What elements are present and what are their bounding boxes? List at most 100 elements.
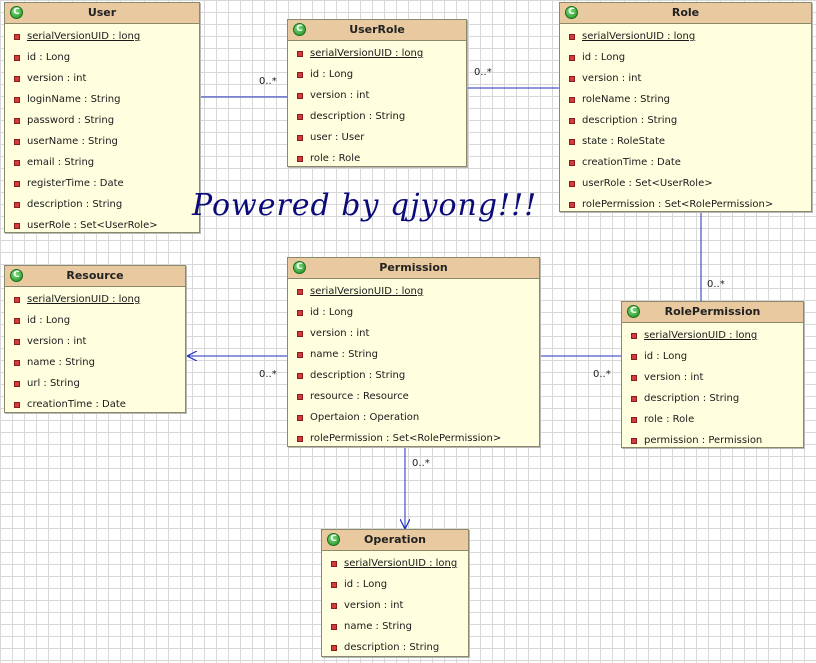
attribute-text: userName : String — [27, 136, 118, 147]
attribute-row: description : String — [5, 194, 199, 215]
attribute-text: creationTime : Date — [27, 399, 126, 410]
private-field-icon — [631, 396, 637, 402]
attribute-text: description : String — [310, 111, 406, 122]
class-userrole-name: UserRole — [349, 23, 405, 36]
attribute-text: description : String — [644, 393, 740, 404]
class-rolepermission-header: C RolePermission — [622, 302, 803, 323]
private-field-icon — [14, 97, 20, 103]
class-rolepermission[interactable]: C RolePermission serialVersionUID : long… — [621, 301, 804, 448]
private-field-icon — [14, 76, 20, 82]
private-field-icon — [631, 375, 637, 381]
private-field-icon — [14, 55, 20, 61]
multiplicity-permission-resource: 0..* — [259, 369, 277, 380]
attribute-text: role : Role — [310, 153, 361, 164]
private-field-icon — [331, 561, 337, 567]
private-field-icon — [297, 72, 303, 78]
class-userrole-header: C UserRole — [288, 20, 466, 41]
class-user-name: User — [87, 6, 117, 19]
class-icon: C — [327, 533, 340, 546]
attribute-row: description : String — [288, 365, 539, 386]
class-role-attributes: serialVersionUID : long id : Long version … — [560, 24, 811, 215]
attribute-row: version : int — [288, 85, 466, 106]
attribute-text: id : Long — [582, 52, 626, 63]
attribute-text: description : String — [310, 370, 406, 381]
class-resource[interactable]: C Resource serialVersionUID : long id : L… — [4, 265, 186, 413]
attribute-row: permission : Permission — [622, 430, 803, 451]
attribute-row: url : String — [5, 373, 185, 394]
class-resource-header: C Resource — [5, 266, 185, 287]
attribute-row: description : String — [560, 110, 811, 131]
multiplicity-rolepermission-permission: 0..* — [593, 369, 611, 380]
attribute-row: serialVersionUID : long — [322, 553, 468, 574]
attribute-row: version : int — [288, 323, 539, 344]
class-icon: C — [627, 305, 640, 318]
private-field-icon — [14, 360, 20, 366]
attribute-row: role : Role — [288, 148, 466, 169]
attribute-row: serialVersionUID : long — [288, 43, 466, 64]
multiplicity-permission-operation: 0..* — [412, 458, 430, 469]
attribute-row: userRole : Set<UserRole> — [5, 215, 199, 236]
attribute-row: password : String — [5, 110, 199, 131]
attribute-row: email : String — [5, 152, 199, 173]
attribute-row: role : Role — [622, 409, 803, 430]
attribute-text: version : int — [582, 73, 642, 84]
private-field-icon — [569, 97, 575, 103]
attribute-row: registerTime : Date — [5, 173, 199, 194]
attribute-text: state : RoleState — [582, 136, 666, 147]
private-field-icon — [297, 394, 303, 400]
private-field-icon — [331, 603, 337, 609]
attribute-row: id : Long — [322, 574, 468, 595]
attribute-text: name : String — [344, 621, 412, 632]
private-field-icon — [14, 381, 20, 387]
class-permission-name: Permission — [379, 261, 448, 274]
attribute-row: version : int — [622, 367, 803, 388]
private-field-icon — [14, 139, 20, 145]
attribute-text: id : Long — [27, 315, 71, 326]
watermark-text: Powered by qjyong!!! — [192, 188, 538, 223]
class-operation-name: Operation — [364, 533, 426, 546]
private-field-icon — [631, 354, 637, 360]
private-field-icon — [569, 202, 575, 208]
attribute-text: name : String — [27, 357, 95, 368]
private-field-icon — [297, 289, 303, 295]
private-field-icon — [631, 417, 637, 423]
private-field-icon — [297, 352, 303, 358]
private-field-icon — [14, 118, 20, 124]
attribute-text: description : String — [582, 115, 678, 126]
private-field-icon — [14, 181, 20, 187]
attribute-text: version : int — [310, 90, 370, 101]
attribute-row: id : Long — [288, 64, 466, 85]
private-field-icon — [297, 114, 303, 120]
attribute-row: version : int — [5, 331, 185, 352]
private-field-icon — [569, 139, 575, 145]
attribute-row: creationTime : Date — [5, 394, 185, 415]
private-field-icon — [297, 310, 303, 316]
private-field-icon — [331, 624, 337, 630]
attribute-row: id : Long — [5, 47, 199, 68]
class-rolepermission-name: RolePermission — [664, 305, 761, 318]
private-field-icon — [297, 135, 303, 141]
attribute-text: serialVersionUID : long — [644, 330, 758, 341]
attribute-text: password : String — [27, 115, 115, 126]
private-field-icon — [297, 415, 303, 421]
attribute-row: state : RoleState — [560, 131, 811, 152]
private-field-icon — [331, 582, 337, 588]
attribute-text: roleName : String — [582, 94, 671, 105]
attribute-row: description : String — [322, 637, 468, 658]
attribute-row: serialVersionUID : long — [288, 281, 539, 302]
attribute-row: id : Long — [288, 302, 539, 323]
attribute-text: version : int — [27, 336, 87, 347]
class-icon: C — [565, 6, 578, 19]
private-field-icon — [631, 438, 637, 444]
attribute-row: name : String — [288, 344, 539, 365]
attribute-text: serialVersionUID : long — [582, 31, 696, 42]
attribute-text: serialVersionUID : long — [27, 294, 141, 305]
